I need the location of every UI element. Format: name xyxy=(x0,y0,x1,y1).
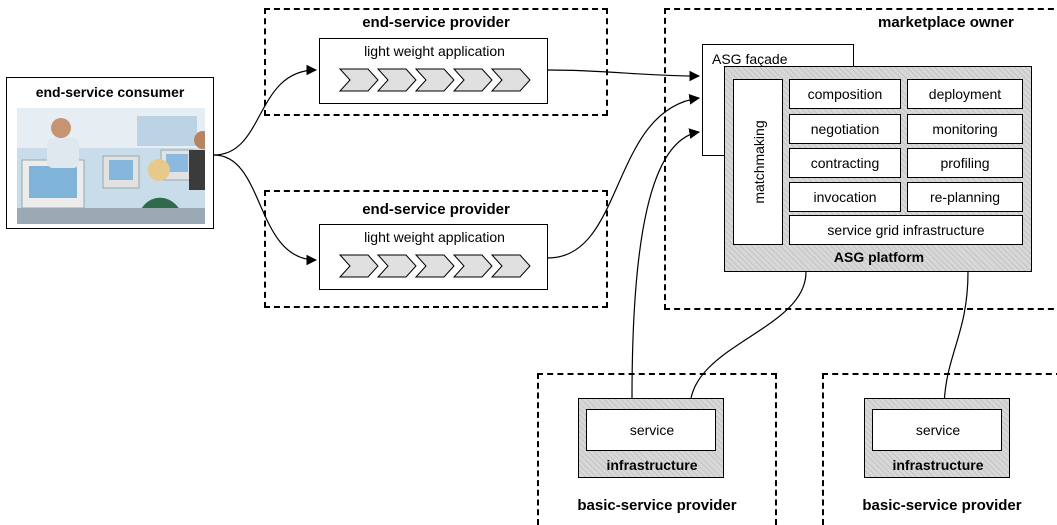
process-chevrons-top xyxy=(338,68,531,92)
marketplace-owner-title: marketplace owner xyxy=(878,14,1014,31)
light-weight-app-bottom-label: light weight application xyxy=(364,229,505,245)
profiling-cell[interactable]: profiling xyxy=(907,148,1023,178)
basic-service-provider-right-region xyxy=(822,373,1057,525)
negotiation-cell[interactable]: negotiation xyxy=(789,114,901,144)
basic-service-provider-right-title: basic-service provider xyxy=(862,497,1022,514)
light-weight-app-top[interactable]: light weight application xyxy=(319,38,548,104)
arrow-infra-to-facade xyxy=(631,128,701,399)
basic-right-infrastructure: service infrastructure xyxy=(864,398,1010,478)
basic-right-service[interactable]: service xyxy=(872,409,1002,451)
service-grid-infrastructure-cell[interactable]: service grid infrastructure xyxy=(789,215,1023,245)
arrow-platform-to-right-service xyxy=(938,271,969,410)
basic-right-service-label: service xyxy=(915,422,961,438)
asg-platform-label: ASG platform xyxy=(833,249,925,265)
basic-right-infra-label: infrastructure xyxy=(892,457,984,473)
basic-service-provider-left-title: basic-service provider xyxy=(577,497,737,514)
basic-left-service[interactable]: service xyxy=(586,409,716,451)
contracting-cell[interactable]: contracting xyxy=(789,148,901,178)
arrow-top-app-to-facade xyxy=(547,69,701,82)
monitoring-cell[interactable]: monitoring xyxy=(907,114,1023,144)
consumer-title: end-service consumer xyxy=(35,84,185,100)
invocation-cell[interactable]: invocation xyxy=(789,182,901,212)
end-service-provider-top-region xyxy=(264,8,608,116)
light-weight-app-bottom[interactable]: light weight application xyxy=(319,224,548,290)
matchmaking-box[interactable]: matchmaking xyxy=(733,79,783,245)
asg-facade-label: ASG façade xyxy=(712,51,788,67)
deployment-cell[interactable]: deployment xyxy=(907,79,1023,109)
composition-cell[interactable]: composition xyxy=(789,79,901,109)
basic-left-infra-label: infrastructure xyxy=(606,457,698,473)
re-planning-cell[interactable]: re-planning xyxy=(907,182,1023,212)
process-chevrons-bottom xyxy=(338,254,531,278)
end-service-provider-bottom-region xyxy=(264,190,608,308)
basic-left-infrastructure: service infrastructure xyxy=(578,398,724,478)
basic-left-service-label: service xyxy=(629,422,675,438)
matchmaking-label: matchmaking xyxy=(751,120,767,204)
arrow-consumer-to-bottom-app xyxy=(213,154,318,266)
consumer-box: end-service consumer xyxy=(6,77,214,229)
asg-platform: matchmaking composition deployment negot… xyxy=(724,66,1032,272)
office-photo xyxy=(17,108,205,224)
end-service-provider-bottom-title: end-service provider xyxy=(362,201,510,218)
arrow-bottom-app-to-facade xyxy=(547,93,701,259)
light-weight-app-top-label: light weight application xyxy=(364,43,505,59)
basic-service-provider-left-region xyxy=(537,373,777,525)
end-service-provider-top-title: end-service provider xyxy=(362,14,510,31)
arrow-consumer-to-top-app xyxy=(213,64,318,156)
marketplace-owner-region xyxy=(664,8,1057,310)
arrow-platform-to-left-service xyxy=(684,271,807,410)
